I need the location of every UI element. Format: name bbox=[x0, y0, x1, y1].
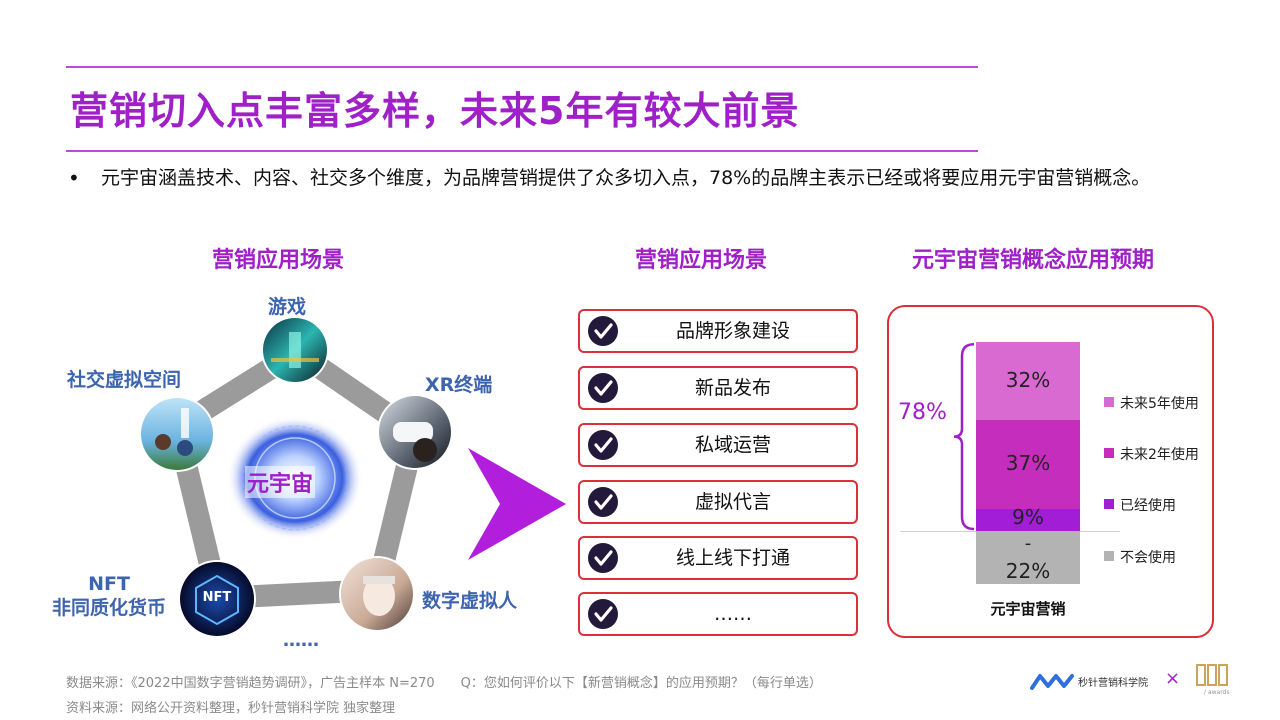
miaozhen-logo-icon bbox=[1030, 674, 1074, 690]
segment-label-never: 22% bbox=[1005, 559, 1051, 583]
label-nft: NFT 非同质化货币 bbox=[44, 572, 174, 620]
bar-segment-5-years bbox=[976, 342, 1080, 420]
label-nft-line1: NFT bbox=[88, 573, 130, 595]
bar-segment-never bbox=[976, 531, 1080, 585]
scenario-item-5: 线上线下打通 bbox=[578, 536, 858, 580]
social-space-image bbox=[141, 398, 213, 470]
nft-badge-text: NFT bbox=[202, 590, 232, 605]
legend-label-5-years: 未来5年使用 bbox=[1120, 396, 1199, 412]
eci-awards-logo-icon bbox=[1196, 664, 1228, 686]
awards-subtext: / awards bbox=[1204, 689, 1230, 696]
segment-label-already: 9% bbox=[1012, 505, 1044, 530]
footer-data-source: 数据来源：《2022中国数字营销趋势调研》，广告主样本 N=270 Q：您如何评… bbox=[66, 676, 822, 691]
scenario-item-1: 品牌形象建设 bbox=[578, 309, 858, 353]
arrow-icon bbox=[468, 448, 566, 560]
scenario-item-2: 新品发布 bbox=[578, 366, 858, 410]
segment-label-2-years: 37% bbox=[1005, 451, 1051, 476]
digital-human-node bbox=[341, 558, 413, 630]
bracket-path bbox=[953, 342, 975, 531]
label-social: 社交虚拟空间 bbox=[67, 369, 182, 391]
section-title-expectation: 元宇宙营销概念应用预期 bbox=[912, 248, 1155, 273]
scenario-label: 私域运营 bbox=[694, 434, 771, 456]
bar-segment-2-years bbox=[976, 419, 1080, 510]
category-label: 元宇宙营销 bbox=[990, 600, 1066, 618]
title-top-rule bbox=[66, 66, 978, 68]
title-bottom-rule bbox=[66, 150, 978, 152]
digital-human-image bbox=[341, 558, 413, 630]
social-node bbox=[141, 398, 213, 470]
scenario-label: 虚拟代言 bbox=[694, 491, 771, 513]
bullet-dot: • bbox=[68, 166, 80, 190]
scenario-item-4: 虚拟代言 bbox=[578, 480, 858, 524]
check-circle-icon bbox=[588, 599, 618, 629]
legend-swatch-never bbox=[1104, 551, 1114, 561]
scenario-label: 新品发布 bbox=[694, 377, 771, 399]
cross-mark: × bbox=[1165, 668, 1181, 689]
check-circle-icon bbox=[588, 430, 618, 460]
label-nft-line2: 非同质化货币 bbox=[51, 597, 166, 619]
metaverse-center-label: 元宇宙 bbox=[245, 466, 316, 498]
legend-swatch-already bbox=[1104, 499, 1114, 509]
section-title-scenes: 营销应用场景 bbox=[212, 248, 345, 273]
footer-material-source: 资料来源：网络公开资料整理，秒针营销科学院 独家整理 bbox=[66, 701, 396, 716]
nft-image bbox=[180, 562, 254, 636]
check-circle-icon bbox=[588, 373, 618, 403]
nft-node: NFT bbox=[180, 562, 254, 636]
legend-label-already: 已经使用 bbox=[1120, 498, 1176, 514]
scenario-label: 线上线下打通 bbox=[675, 547, 790, 569]
check-circle-icon bbox=[588, 316, 618, 346]
scenario-label: …… bbox=[714, 603, 752, 625]
legend-label-never: 不会使用 bbox=[1120, 550, 1176, 566]
negative-marker: - bbox=[1024, 533, 1032, 554]
legend-swatch-5-years bbox=[1104, 397, 1114, 407]
scenario-item-6: …… bbox=[578, 592, 858, 636]
segment-label-5-years: 32% bbox=[1005, 367, 1051, 392]
game-node bbox=[263, 318, 327, 382]
legend-swatch-2-years bbox=[1104, 448, 1114, 458]
miaozhen-logo-text: 秒针营销科学院 bbox=[1078, 678, 1148, 689]
section-title-scenarios: 营销应用场景 bbox=[635, 248, 768, 273]
pentagon-more: …… bbox=[283, 630, 319, 651]
label-digital-human: 数字虚拟人 bbox=[422, 590, 518, 612]
intro-text: 元宇宙涵盖技术、内容、社交多个维度，为品牌营销提供了众多切入点，78%的品牌主表… bbox=[101, 167, 1151, 189]
bracket-total-label: 78% bbox=[898, 400, 947, 425]
bar-segment-already bbox=[976, 509, 1080, 531]
legend-label-2-years: 未来2年使用 bbox=[1120, 447, 1199, 463]
bracket-icon bbox=[953, 342, 975, 531]
xr-node bbox=[379, 396, 451, 468]
label-game: 游戏 bbox=[268, 296, 307, 318]
check-circle-icon bbox=[588, 543, 618, 573]
check-circle-icon bbox=[588, 487, 618, 517]
page-title: 营销切入点丰富多样，未来5年有较大前景 bbox=[70, 89, 800, 133]
label-xr: XR终端 bbox=[425, 374, 493, 396]
scenario-item-3: 私域运营 bbox=[578, 423, 858, 467]
chart-frame bbox=[887, 305, 1214, 638]
game-image bbox=[263, 318, 327, 382]
xr-headset-image bbox=[379, 396, 451, 468]
scenario-label: 品牌形象建设 bbox=[675, 320, 790, 342]
